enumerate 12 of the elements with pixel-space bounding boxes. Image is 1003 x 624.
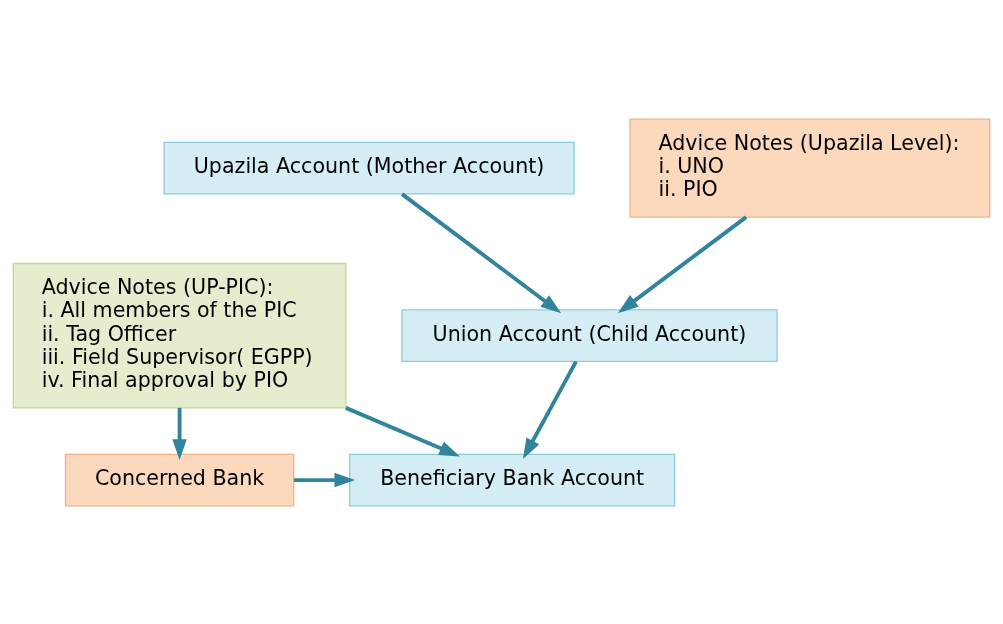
arrow <box>293 472 356 487</box>
node-box: Beneficiary Bank Account <box>349 453 676 506</box>
arrow <box>345 405 460 457</box>
arrow <box>400 192 562 313</box>
node-box: Advice Notes (UP-PIC): i. All members of the PIC ii. Tag Officer iii. Field Supervisor( EGPP) iv. Final approval by PIO <box>12 262 347 409</box>
arrow <box>172 407 187 460</box>
arrow <box>617 215 748 313</box>
node-box: Union Account (Child Account) <box>401 308 778 362</box>
arrow <box>522 360 578 459</box>
node-box: Advice Notes (Upazila Level): i. UNO ii. PIO <box>629 118 991 218</box>
node-box: Concerned Bank <box>64 453 295 506</box>
node-box: Upazila Account (Mother Account) <box>163 141 575 195</box>
